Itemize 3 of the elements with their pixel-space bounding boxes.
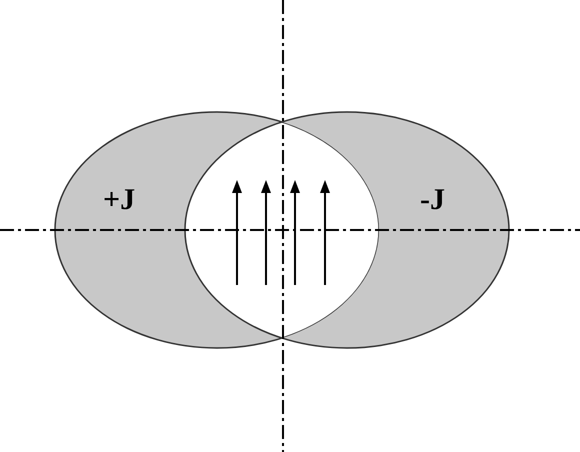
region-label: -J (420, 185, 445, 215)
region-label: +J (103, 185, 136, 215)
crescent-region (184, 111, 510, 349)
